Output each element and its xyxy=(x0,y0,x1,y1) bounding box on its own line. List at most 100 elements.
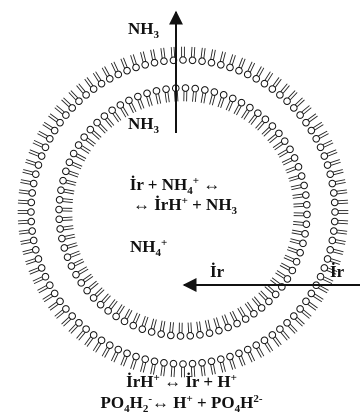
lipid-tail xyxy=(17,202,28,205)
lipid-tail xyxy=(70,90,79,99)
lipid-tail xyxy=(333,171,344,176)
lipid-tail xyxy=(323,276,334,282)
lipid-tail xyxy=(84,78,91,88)
lipid-tail xyxy=(247,301,254,311)
outer-lipid-head xyxy=(75,97,83,105)
lipid-tail xyxy=(132,54,137,65)
lipid-tail xyxy=(285,166,296,171)
lipid-tail xyxy=(290,184,301,188)
inner-lipid-head xyxy=(65,158,74,167)
lipid-tail xyxy=(113,352,119,363)
lipid-tail xyxy=(327,152,338,157)
lipid-tail xyxy=(319,285,329,291)
lipid-tail xyxy=(219,51,224,62)
lipid-tail xyxy=(108,299,116,308)
lipid-tail xyxy=(256,348,262,358)
lipid-tail xyxy=(272,141,282,148)
lipid-tail xyxy=(164,92,167,103)
lipid-tail xyxy=(291,232,302,236)
lipid-tail xyxy=(28,267,39,272)
lipid-tail xyxy=(78,83,86,92)
lipid-tail xyxy=(277,149,287,156)
inner-lipid-head xyxy=(191,84,199,93)
lipid-tail xyxy=(20,239,31,243)
lipid-tail xyxy=(69,170,80,175)
outer-lipid-head xyxy=(260,79,269,88)
lipid-tail xyxy=(95,343,102,353)
lipid-tail xyxy=(338,202,349,205)
lipid-tail xyxy=(18,229,29,232)
outer-lipid-head xyxy=(28,227,36,235)
lipid-tail xyxy=(294,97,303,105)
lipid-tail xyxy=(23,251,34,255)
lipid-tail xyxy=(130,359,135,369)
outer-lipid-head xyxy=(169,359,178,368)
lipid-tail xyxy=(92,342,99,352)
lipid-tail xyxy=(203,93,207,104)
outer-lipid-head xyxy=(226,63,234,72)
lipid-tail xyxy=(84,336,91,346)
outer-lipid-head xyxy=(89,85,98,93)
outer-lipid-head xyxy=(160,359,168,367)
inner-lipid-head xyxy=(55,196,64,204)
lipid-tail xyxy=(155,94,159,105)
inner-lipid-head xyxy=(292,257,301,266)
lipid-tail xyxy=(120,108,127,118)
lipid-tail xyxy=(229,54,234,65)
inner-lipid-head xyxy=(181,84,190,92)
lipid-tail xyxy=(118,305,125,315)
inner-lipid-head xyxy=(57,186,65,194)
lipid-tail xyxy=(170,366,173,377)
inner-lipid-head xyxy=(296,248,304,257)
lipid-tail xyxy=(301,105,310,113)
lipid-tail xyxy=(132,312,138,323)
lipid-tail xyxy=(249,62,256,73)
lipid-tail xyxy=(281,157,292,163)
lipid-tail xyxy=(153,319,157,330)
outer-lipid-head xyxy=(323,255,332,263)
lipid-tail xyxy=(248,114,256,124)
lipid-tail xyxy=(25,258,36,263)
lipid-tail xyxy=(229,359,234,370)
drug-dissociation-equation: İrH+ ↔ İr + H+ xyxy=(126,372,237,391)
outer-lipid-head xyxy=(217,60,225,69)
lipid-tail xyxy=(307,113,317,120)
outer-lipid-head xyxy=(235,349,243,358)
inner-lipid-head xyxy=(100,112,109,120)
lipid-tail xyxy=(104,66,110,76)
lipid-tail xyxy=(193,366,196,377)
lipid-tail xyxy=(20,181,31,185)
lipid-tail xyxy=(247,61,253,72)
lipid-tail xyxy=(244,303,252,313)
lipid-tail xyxy=(29,149,40,154)
lipid-tail xyxy=(62,201,73,203)
lipid-tail xyxy=(264,71,271,81)
lipid-tail xyxy=(203,48,206,59)
lipid-tail xyxy=(93,130,102,138)
inner-lipid-head xyxy=(283,275,292,283)
lipid-tail xyxy=(251,298,259,307)
outer-lipid-head xyxy=(323,161,332,169)
lipid-tail xyxy=(101,347,108,357)
outer-lipid-head xyxy=(198,359,206,367)
lipid-tail xyxy=(296,99,305,108)
outer-lipid-head xyxy=(37,152,46,160)
lipid-tail xyxy=(66,179,77,184)
outer-lipid-head xyxy=(28,189,36,197)
inner-lipid-head xyxy=(147,328,156,336)
lipid-tail xyxy=(48,115,57,123)
inner-lipid-head xyxy=(254,109,262,117)
outer-lipid-head xyxy=(114,70,123,79)
lipid-tail xyxy=(264,343,271,353)
lipid-tail xyxy=(152,364,156,375)
inner-lipid-head xyxy=(157,330,165,338)
lipid-tail xyxy=(26,260,36,265)
lipid-tail xyxy=(210,49,214,60)
lipid-tail xyxy=(69,250,80,256)
lipid-tail xyxy=(37,133,47,139)
lipid-tail xyxy=(229,312,235,322)
inner-lipid-head xyxy=(241,315,250,323)
lipid-tail xyxy=(141,315,146,326)
inner-lipid-head xyxy=(96,300,105,309)
phosphate-buffer-equation: PO4H2-↔ H+ + PO4H2- xyxy=(100,393,263,415)
